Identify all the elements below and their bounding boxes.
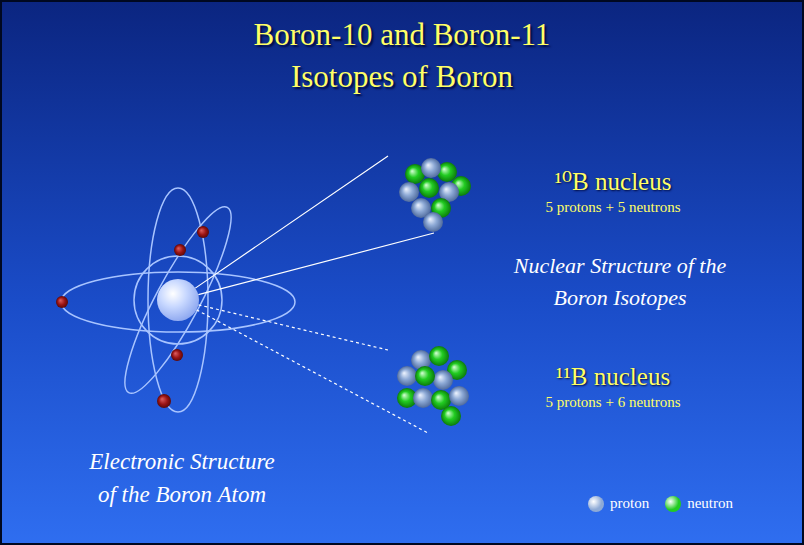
atom-nucleus: Electronic Structure of the Boron Atom xyxy=(157,279,199,321)
leader-line xyxy=(195,156,434,295)
nucleus-text: ¹¹B nucleus5 protons + 6 neutrons xyxy=(484,362,742,412)
neutron-ball xyxy=(419,178,439,198)
electron xyxy=(197,226,209,238)
boron11-cluster xyxy=(397,346,469,426)
orbit xyxy=(148,188,208,412)
neutron-ball xyxy=(415,366,435,386)
proton-ball xyxy=(449,386,469,406)
leader-line xyxy=(197,305,428,433)
proton-ball xyxy=(433,370,453,390)
section-label: Nuclear Structure of the Boron Isotopes xyxy=(510,250,730,314)
proton-ball xyxy=(413,388,433,408)
neutron-ball xyxy=(429,346,449,366)
nucleon-count: 5 protons + 5 neutrons xyxy=(545,197,680,217)
proton-ball xyxy=(399,182,419,202)
title: Boron-10 and Boron-11 Isotopes of Boron xyxy=(222,14,582,98)
legend-text: neutron xyxy=(687,495,733,512)
isotope-nucleus: ¹¹B nucleus5 protons + 6 neutrons xyxy=(388,340,748,434)
nucleon-count: 5 protons + 6 neutrons xyxy=(545,392,680,412)
nucleus-text: ¹⁰B nucleus5 protons + 5 neutrons xyxy=(484,167,742,217)
electrons xyxy=(56,226,209,408)
nucleus-name: ¹¹B nucleus xyxy=(556,362,670,392)
neutron-ball xyxy=(441,406,461,426)
legend-text: proton xyxy=(610,495,649,512)
legend-swatch xyxy=(665,496,681,512)
orbit xyxy=(109,197,246,403)
legend-swatch xyxy=(588,496,604,512)
legend-item: proton xyxy=(588,495,649,512)
proton-ball xyxy=(397,366,417,386)
electron xyxy=(174,244,186,256)
electron xyxy=(171,349,183,361)
orbit xyxy=(134,256,222,344)
electron xyxy=(56,296,68,308)
electron xyxy=(157,394,171,408)
isotope-nucleus: ¹⁰B nucleus5 protons + 5 neutrons xyxy=(388,150,748,234)
atom-caption: Electronic Structure of the Boron Atom xyxy=(82,445,282,511)
proton-ball xyxy=(421,158,441,178)
legend-item: neutron xyxy=(665,495,733,512)
proton-ball xyxy=(423,212,443,232)
nucleus-name: ¹⁰B nucleus xyxy=(555,167,672,197)
orbit xyxy=(61,272,295,332)
orbits xyxy=(61,188,295,412)
boron10-cluster xyxy=(399,158,471,232)
legend: proton neutron xyxy=(588,495,749,512)
